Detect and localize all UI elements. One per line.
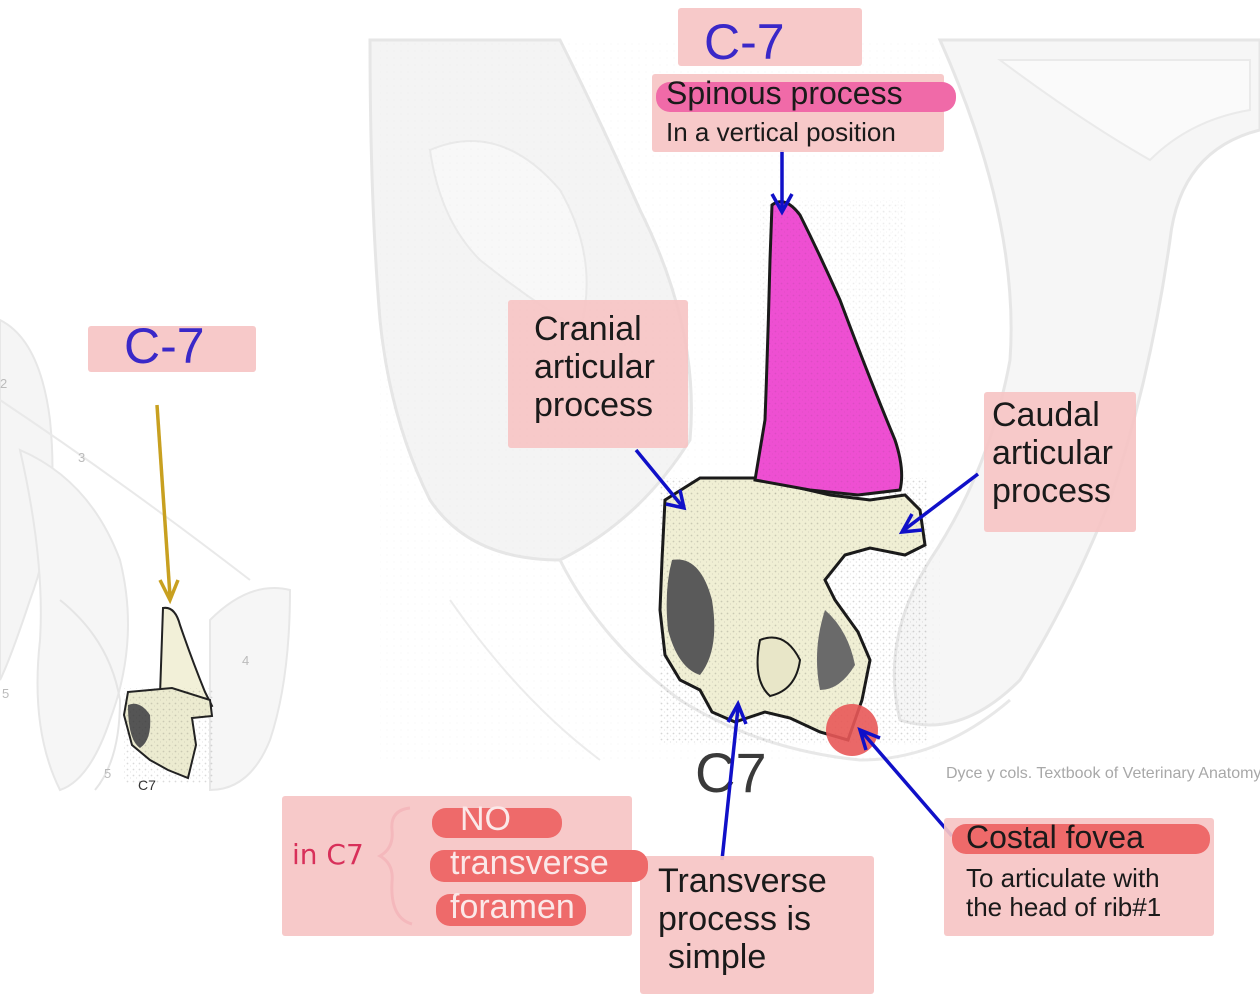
c7-vertebra-main xyxy=(658,476,928,743)
arrow-spinous xyxy=(770,150,794,216)
source-credit: Dyce y cols. Textbook of Veterinary Anat… xyxy=(946,765,1260,782)
c7-vertebra-thumbnail xyxy=(122,606,214,783)
highlight xyxy=(678,8,862,66)
caudal-line: articular xyxy=(992,434,1113,473)
cranial-line: Cranial xyxy=(534,310,642,348)
left-title: C-7 xyxy=(124,318,205,374)
arrow-gold-left xyxy=(155,404,180,605)
caudal-label: Caudal articular process xyxy=(992,396,1113,510)
no-foramen-line: NO xyxy=(460,800,511,838)
hand-note: in C7 xyxy=(292,838,364,871)
no-foramen-line: transverse xyxy=(450,844,609,882)
costal-note-line: the head of rib#1 xyxy=(966,892,1162,923)
cranial-label: Cranial articular process xyxy=(534,310,655,424)
transverse-label: Transverse process is simple xyxy=(658,862,827,976)
transverse-line: simple xyxy=(668,938,767,977)
costal-note: To articulate with the head of rib#1 xyxy=(966,863,1162,923)
cranial-line: process xyxy=(534,386,654,425)
caudal-line: process xyxy=(992,472,1112,511)
costal-note-line: To articulate with xyxy=(966,863,1160,893)
transverse-line: Transverse xyxy=(658,862,827,900)
highlight xyxy=(88,326,256,372)
highlight-red xyxy=(430,850,648,882)
caudal-line: Caudal xyxy=(992,396,1100,434)
highlight-red xyxy=(952,824,1210,854)
highlight xyxy=(640,856,874,994)
highlight-red xyxy=(436,894,586,926)
thumb-number: 4 xyxy=(242,653,249,668)
cranial-line: articular xyxy=(534,348,655,387)
arrow-caudal xyxy=(898,472,980,535)
thumb-number: 5 xyxy=(2,686,9,701)
arrow-transverse xyxy=(720,699,748,861)
neck-skeleton-thumbnail xyxy=(0,318,292,792)
main-title: C-7 xyxy=(704,14,785,70)
spinous-heading: Spinous process xyxy=(666,75,903,111)
highlight-pink xyxy=(656,82,956,112)
thumb-number: 3 xyxy=(78,450,85,465)
thumb-number: 5 xyxy=(104,766,111,781)
highlight xyxy=(984,392,1136,532)
arrow-cranial xyxy=(634,448,687,511)
highlight xyxy=(508,300,688,448)
arrow-costal xyxy=(857,727,954,838)
thumb-number: 2 xyxy=(0,376,7,391)
highlight-red xyxy=(432,808,562,838)
spinous-note: In a vertical position xyxy=(666,117,896,147)
no-foramen-line: foramen xyxy=(450,888,575,926)
costal-heading: Costal fovea xyxy=(966,819,1144,855)
transverse-line: process is xyxy=(658,900,812,939)
costal-fovea xyxy=(826,704,878,756)
bone-label-thumb: C7 xyxy=(138,777,156,793)
